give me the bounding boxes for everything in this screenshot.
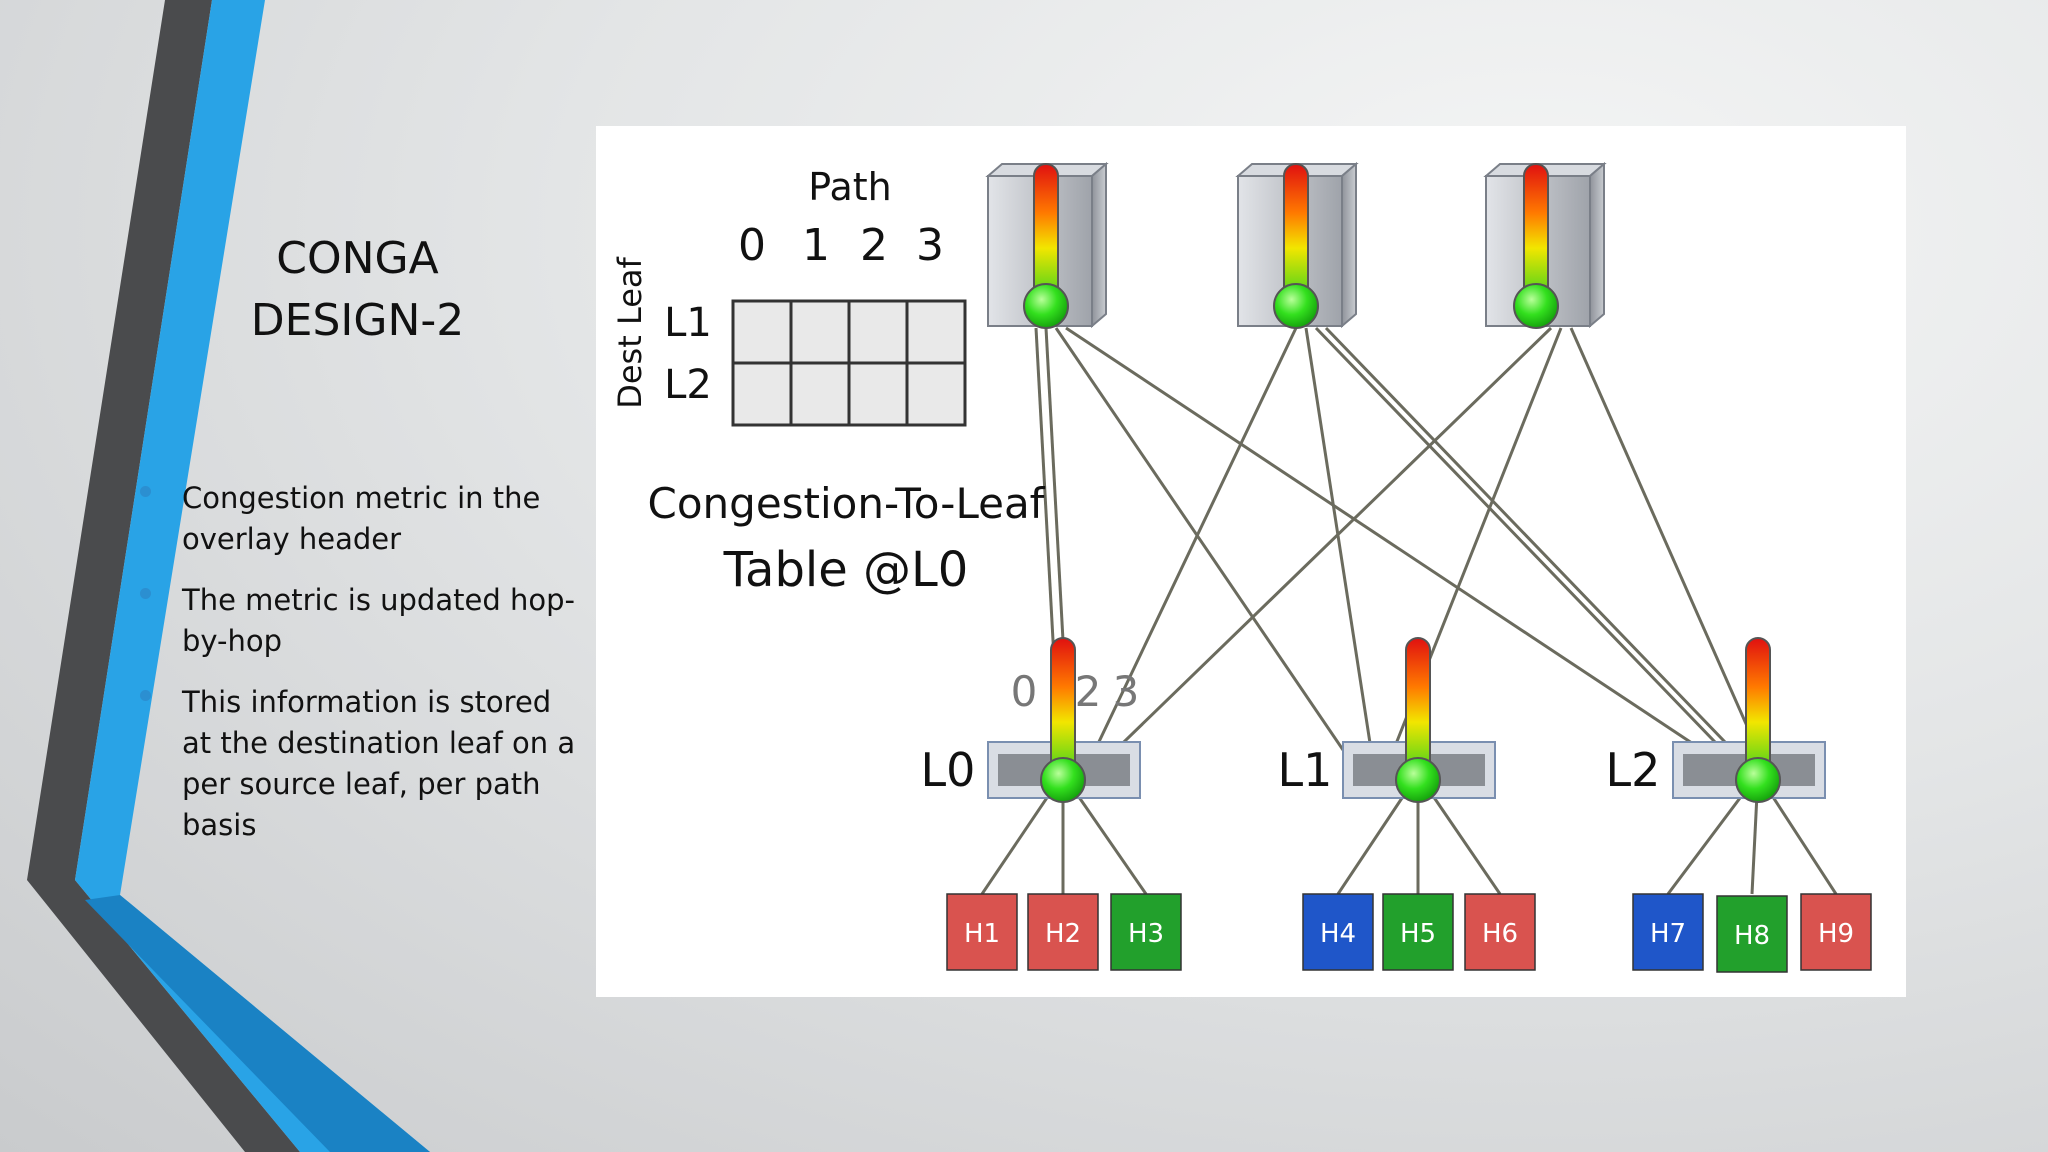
link <box>1569 327 1768 770</box>
table-cell <box>847 361 909 427</box>
path-number: 0 <box>738 220 766 271</box>
congestion-table: Path 0 1 2 3 Dest Leaf L1 L2 Congestion-… <box>611 165 1046 598</box>
host-label: H6 <box>1482 919 1518 949</box>
port-label: 2 <box>1075 667 1102 716</box>
host-label: H3 <box>1128 919 1164 949</box>
host-label: H5 <box>1400 919 1436 949</box>
link <box>1054 327 1358 770</box>
leaf-label: L0 <box>921 743 976 797</box>
path-label: Path <box>808 165 891 209</box>
path-number: 3 <box>916 220 944 271</box>
bullet-list: Congestion metric in the overlay header … <box>140 478 580 866</box>
host: H2 <box>1027 893 1099 971</box>
links <box>1034 326 1768 771</box>
path-number: 2 <box>860 220 888 271</box>
blue-band <box>75 0 430 1152</box>
bullet-item: This information is stored at the destin… <box>140 682 580 846</box>
link <box>1065 326 1732 771</box>
link <box>1304 327 1376 770</box>
hosts: H1 H2 H3 H4 H5 H6 H7 H8 H9 <box>946 893 1872 973</box>
row-label: L1 <box>664 300 712 346</box>
spine-side <box>1341 161 1357 329</box>
host-label: H4 <box>1320 919 1356 949</box>
thermometer-icon <box>1040 637 1086 803</box>
bullet-item: The metric is updated hop-by-hop <box>140 580 580 662</box>
bullet-item: Congestion metric in the overlay header <box>140 478 580 560</box>
host: H9 <box>1800 893 1872 971</box>
port-label: 3 <box>1113 667 1140 716</box>
host: H6 <box>1464 893 1536 971</box>
spine-side <box>1091 161 1107 329</box>
host: H3 <box>1110 893 1182 971</box>
thermometer-icon <box>1735 637 1781 803</box>
diagram-panel: Path 0 1 2 3 Dest Leaf L1 L2 Congestion-… <box>596 126 1906 997</box>
link <box>1094 326 1553 771</box>
spine-side <box>1589 161 1605 329</box>
thermometer-icon <box>1513 163 1559 329</box>
host-label: H9 <box>1818 919 1854 949</box>
host: H7 <box>1632 893 1704 971</box>
table-cell <box>731 299 793 365</box>
host: H5 <box>1382 893 1454 971</box>
table-cell <box>847 299 909 365</box>
host-label: H7 <box>1650 919 1686 949</box>
leaf-label: L1 <box>1278 743 1333 797</box>
path-number: 1 <box>802 220 830 271</box>
host: H4 <box>1302 893 1374 971</box>
link <box>1314 326 1743 771</box>
conga-diagram: Path 0 1 2 3 Dest Leaf L1 L2 Congestion-… <box>611 161 1872 973</box>
thermometer-icon <box>1395 637 1441 803</box>
table-grid <box>731 299 967 427</box>
table-caption: Congestion-To-Leaf <box>648 479 1046 528</box>
row-label: L2 <box>664 362 712 408</box>
port-label: 0 <box>1011 667 1038 716</box>
host-label: H2 <box>1045 919 1081 949</box>
table-cell <box>789 361 851 427</box>
table-cell <box>905 361 967 427</box>
host: H8 <box>1716 895 1788 973</box>
table-cell <box>905 299 967 365</box>
link <box>1324 326 1753 771</box>
table-caption: Table @L0 <box>723 542 969 598</box>
leaf-label: L2 <box>1606 743 1661 797</box>
host: H1 <box>946 893 1018 971</box>
dark-band <box>27 0 300 1152</box>
thermometer-icon <box>1273 163 1319 329</box>
host-label: H8 <box>1734 921 1770 951</box>
link <box>1084 327 1298 770</box>
slide-title: CONGA DESIGN-2 <box>250 233 465 346</box>
dest-leaf-label: Dest Leaf <box>611 256 649 408</box>
table-cell <box>789 299 851 365</box>
blue-band-shade <box>85 895 430 1152</box>
table-cell <box>731 361 793 427</box>
thermometer-icon <box>1158 664 1159 665</box>
thermometer-icon <box>1023 163 1069 329</box>
host-label: H1 <box>964 919 1000 949</box>
